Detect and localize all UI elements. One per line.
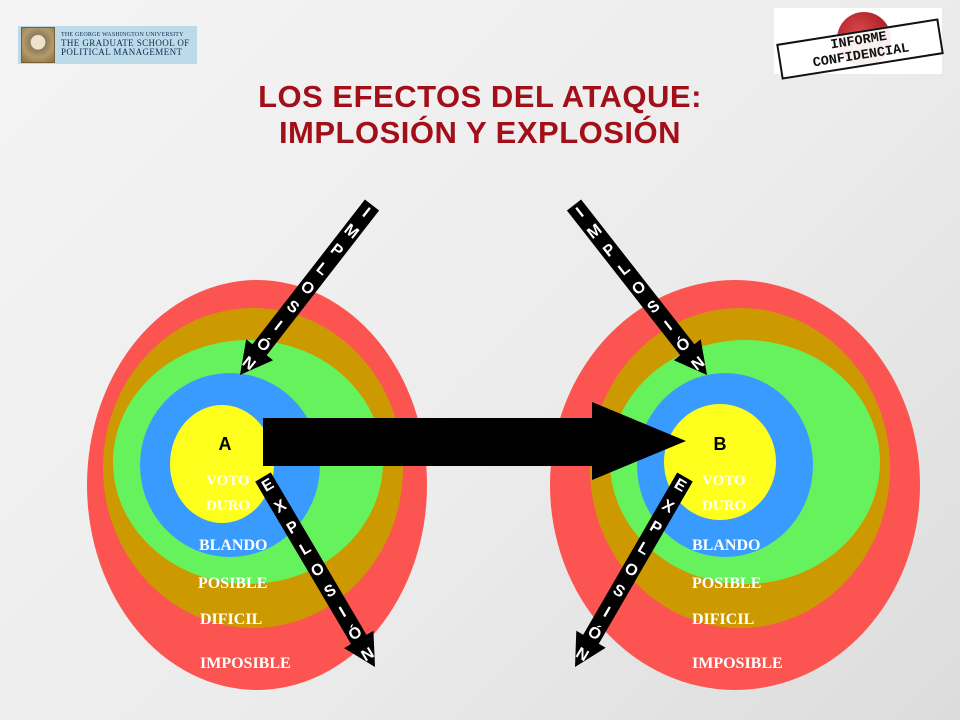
circle-b-core (664, 404, 776, 520)
circle-a-label-blando: BLANDO (199, 537, 267, 554)
implosion-arrow-left (240, 199, 380, 375)
circle-b-label-posible: POSIBLE (692, 575, 761, 592)
circle-b: B VOTO DURO BLANDO POSIBLE DIFICIL IMPOS… (550, 280, 920, 690)
title-line1: LOS EFECTOS DEL ATAQUE: (258, 79, 702, 114)
circle-b-label-blando: BLANDO (692, 537, 760, 554)
gwu-logo-line2: THE GRADUATE SCHOOL OF (61, 37, 190, 48)
explosion-arrow-left (255, 472, 375, 667)
attack-arrow (263, 402, 686, 480)
washington-portrait-icon (21, 27, 55, 63)
circle-b-label-dificil: DIFICIL (692, 611, 754, 628)
circle-a-label-dificil: DIFICIL (200, 611, 262, 628)
gwu-logo-line3: POLITICAL MANAGEMENT (61, 47, 183, 58)
circle-a-label-imposible: IMPOSIBLE (200, 655, 291, 672)
title-line2: IMPLOSIÓN Y EXPLOSIÓN (278, 115, 682, 150)
circle-a-label-posible: POSIBLE (198, 575, 267, 592)
gwu-logo: THE GEORGE WASHINGTON UNIVERSITY THE GRA… (18, 26, 197, 64)
implosion-arrow-right (566, 199, 707, 375)
gwu-logo-text: THE GEORGE WASHINGTON UNIVERSITY THE GRA… (61, 32, 190, 57)
page-title: LOS EFECTOS DEL ATAQUE: IMPLOSIÓN Y EXPL… (180, 79, 780, 151)
informe-confidencial-logo: INFORME CONFIDENCIAL (774, 8, 944, 80)
gwu-logo-line1: THE GEORGE WASHINGTON UNIVERSITY (61, 32, 184, 39)
circle-a-core-line2: DURO (206, 498, 250, 514)
circle-b-core-line1: VOTO (702, 473, 746, 489)
circle-b-label-imposible: IMPOSIBLE (692, 655, 783, 672)
circle-a-letter: A (219, 434, 232, 454)
circle-b-letter: B (714, 434, 727, 454)
explosion-arrow-right (575, 472, 693, 667)
circle-a-core-line1: VOTO (206, 473, 250, 489)
circle-b-core-line2: DURO (702, 498, 746, 514)
circle-a-core (170, 405, 274, 523)
